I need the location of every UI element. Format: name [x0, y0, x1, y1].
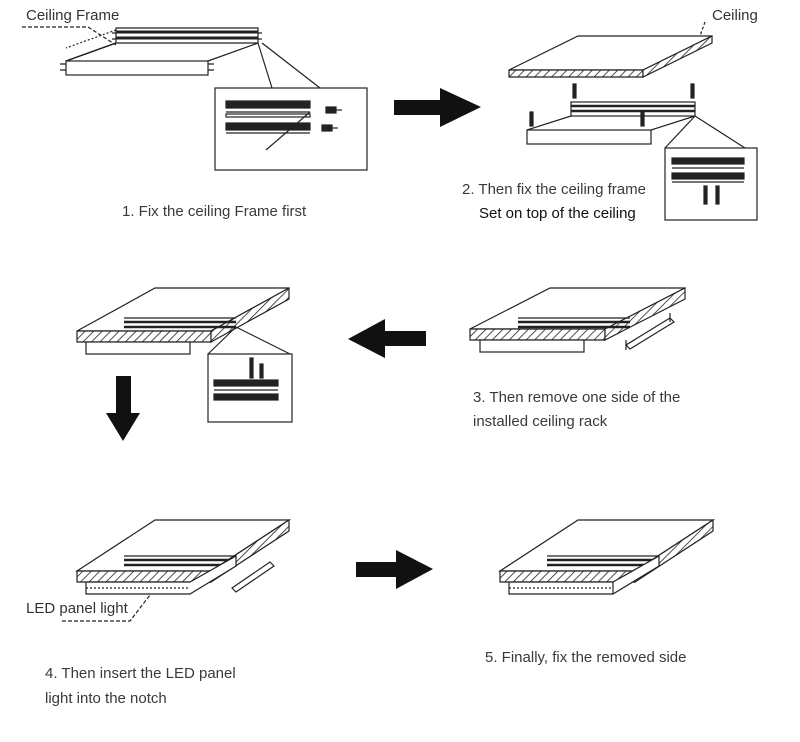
step1-illustration — [22, 27, 367, 170]
step3-caption-line2: installed ceiling rack — [473, 410, 607, 434]
arrow-right-icon-2 — [356, 550, 433, 589]
arrow-down-icon — [106, 376, 140, 441]
step4-caption-line2: light into the notch — [45, 687, 167, 711]
arrow-left-icon — [348, 319, 426, 358]
step4-caption-line1: 4. Then insert the LED panel — [45, 662, 236, 686]
ceiling-label: Ceiling — [712, 4, 758, 28]
step2-caption-line1: 2. Then fix the ceiling frame — [462, 178, 646, 202]
step3b-illustration — [77, 288, 292, 422]
arrow-right-icon — [394, 88, 481, 127]
ceiling-frame-label: Ceiling Frame — [26, 4, 119, 28]
step3-illustration — [470, 288, 685, 352]
step5-caption: 5. Finally, fix the removed side — [485, 646, 686, 670]
step2-caption-line2: Set on top of the ceiling — [479, 202, 636, 226]
led-panel-light-label: LED panel light — [26, 597, 128, 621]
step1-caption: 1. Fix the ceiling Frame first — [122, 200, 306, 224]
step5-illustration — [500, 520, 713, 594]
step3-caption-line1: 3. Then remove one side of the — [473, 386, 680, 410]
